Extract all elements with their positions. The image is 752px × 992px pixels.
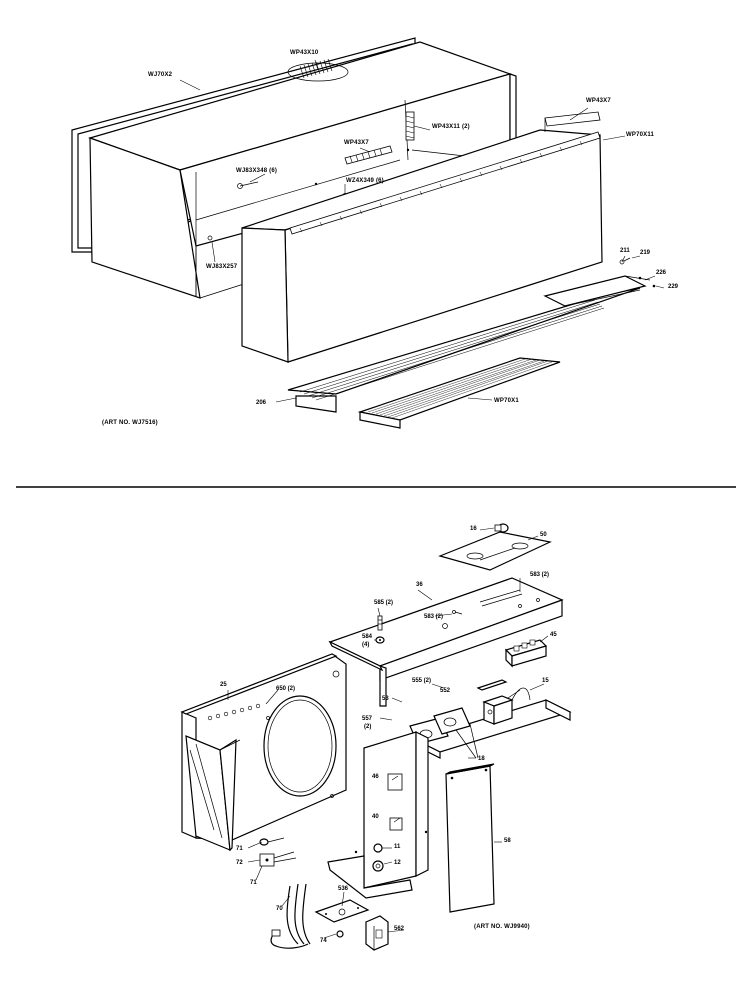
label-12: 12 [394,860,401,866]
label-229: 229 [668,284,679,290]
label-226: 226 [656,270,667,276]
label-585-2: 585 (2) [374,600,394,606]
fan-shroud [180,653,347,852]
label-36: 36 [416,582,423,588]
relay-and-tray [414,679,572,759]
terminal-block [504,639,548,668]
upper-leader-lines [179,59,665,403]
label-wp43x7-top: WP43X7 [586,98,611,104]
label-11: 11 [394,844,401,850]
label-557: 557 [362,716,373,722]
label-wz4x349: WZ4X349 (6) [346,178,384,184]
access-panel [445,763,495,913]
lower-leader-lines [227,527,549,939]
label-40: 40 [372,814,379,820]
label-wp70x1: WP70X1 [494,398,519,404]
label-562: 562 [394,926,405,932]
label-74: 74 [320,938,327,944]
label-25: 25 [220,682,227,688]
label-555: 555 (2) [412,678,432,684]
label-wj83x257: WJ83X257 [206,264,238,270]
lower-art-number: (ART NO. WJ9940) [474,924,530,930]
upper-cabinet-assembly [71,37,517,299]
cord-and-capacitor [259,837,389,951]
label-583-2b: 583 (2) [424,614,444,620]
label-wp43x11: WP43X11 (2) [432,124,470,130]
label-584-qty: (4) [362,642,370,648]
label-wp43x7-mid: WP43X7 [344,140,369,146]
label-536: 536 [338,886,349,892]
label-50: 50 [540,532,547,538]
label-70: 70 [276,906,283,912]
base-pan-and-grille [287,257,656,429]
label-wj83x348: WJ83X348 (6) [236,168,278,174]
label-552: 552 [440,688,451,694]
label-219: 219 [640,250,651,256]
label-wj70x2: WJ70X2 [148,72,173,78]
control-bracket [328,577,564,707]
label-584: 584 [362,634,373,640]
control-box [327,731,429,899]
label-18: 18 [478,756,485,762]
front-cover-panel [241,111,603,363]
label-71b: 71 [250,880,257,886]
label-wp43x10: WP43X10 [290,50,319,56]
label-45: 45 [550,632,557,638]
upper-art-number: (ART NO. WJ7516) [102,420,158,426]
label-46: 46 [372,774,379,780]
label-16: 16 [470,526,477,532]
label-583-2: 583 (2) [530,572,550,578]
label-557-qty: (2) [364,724,372,730]
label-71: 71 [236,846,243,852]
label-206: 206 [256,400,267,406]
label-53: 53 [382,696,389,702]
label-211: 211 [620,248,630,254]
label-58: 58 [504,838,511,844]
label-72: 72 [236,860,243,866]
label-wp70x11: WP70X11 [626,132,655,138]
label-15: 15 [542,678,549,684]
control-plate [438,523,552,571]
label-650: 650 (2) [276,686,296,692]
